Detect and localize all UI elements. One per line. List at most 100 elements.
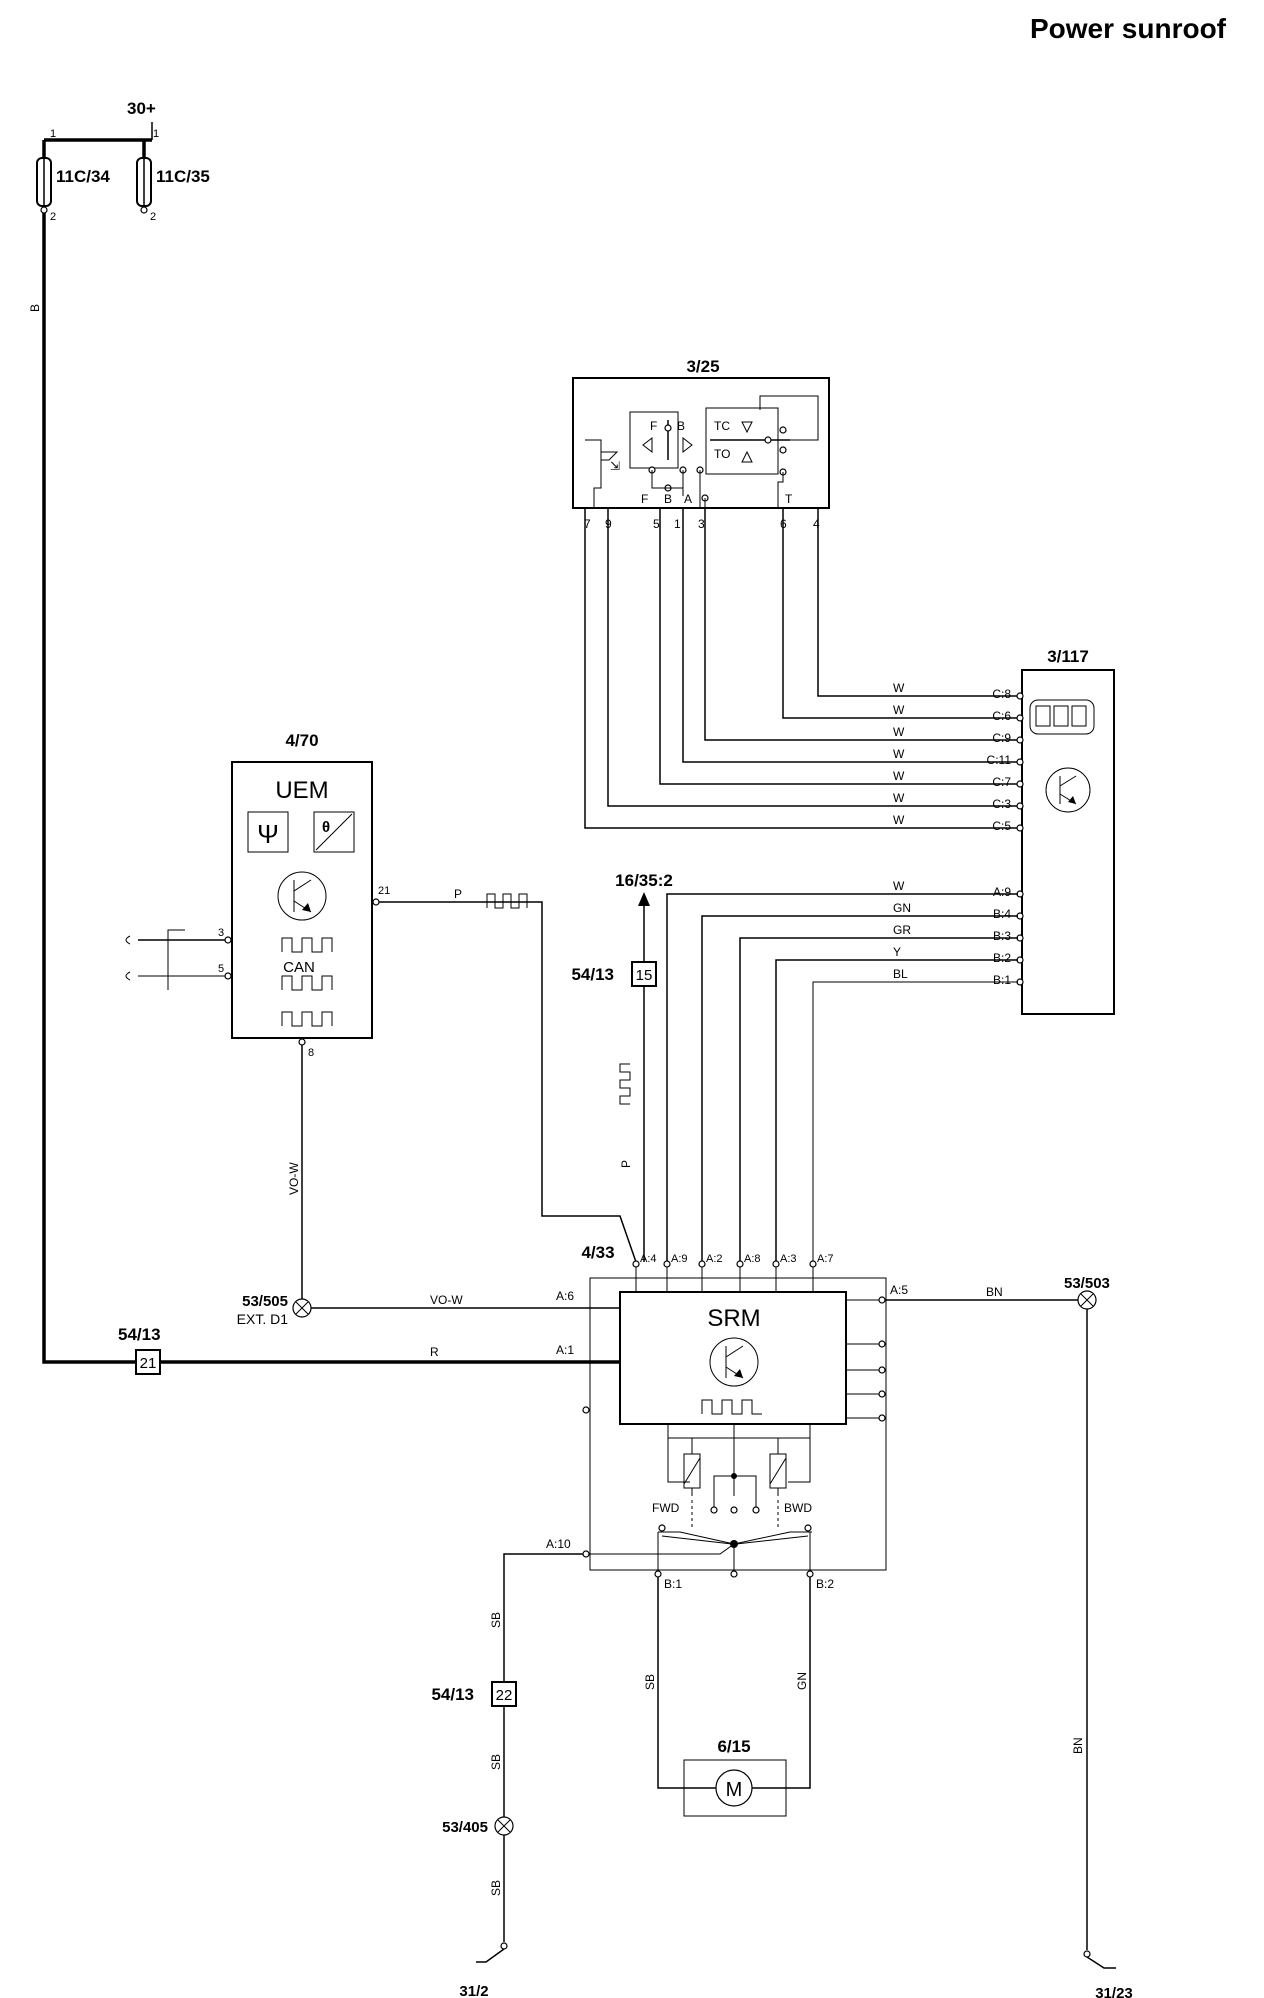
transistor-icon bbox=[277, 871, 327, 921]
uem-4-70: 4/70 UEM Ψ θ CAN 21 3 5 8 bbox=[218, 731, 390, 1059]
svg-text:BL: BL bbox=[893, 967, 908, 981]
srm-4-33: 4/33 SRM A:4 A:9 A:2 A:8 A:3 A:7 A:6 A:1 bbox=[546, 1243, 908, 1591]
wires-console-srm: W GN GR Y BL bbox=[666, 879, 1018, 1262]
svg-text:11C/34: 11C/34 bbox=[56, 167, 110, 186]
svg-text:A:9: A:9 bbox=[993, 885, 1011, 899]
motor-6-15: 6/15 M bbox=[683, 1737, 787, 1817]
supply-label: 30+ bbox=[127, 99, 156, 118]
svg-text:TO: TO bbox=[714, 447, 730, 461]
svg-text:C:7: C:7 bbox=[992, 775, 1011, 789]
svg-text:F: F bbox=[641, 492, 648, 506]
svg-text:C:6: C:6 bbox=[992, 709, 1011, 723]
bottom-ground-right: 31/23 bbox=[1083, 1950, 1133, 1998]
svg-text:A:2: A:2 bbox=[706, 1253, 723, 1265]
svg-text:M: M bbox=[726, 1779, 743, 1801]
svg-text:B: B bbox=[677, 419, 685, 433]
svg-text:53/405: 53/405 bbox=[442, 1819, 488, 1836]
svg-text:3: 3 bbox=[218, 927, 224, 939]
ground-53-503: 53/503 bbox=[1064, 1275, 1110, 1310]
bottom-ground-left: 31/2 bbox=[459, 1942, 508, 1998]
svg-text:EXT. D1: EXT. D1 bbox=[237, 1311, 289, 1327]
svg-text:53/503: 53/503 bbox=[1064, 1275, 1110, 1292]
ground-53-405: 53/405 bbox=[442, 1816, 514, 1836]
svg-text:VO-W: VO-W bbox=[430, 1293, 463, 1307]
svg-text:BN: BN bbox=[986, 1285, 1003, 1299]
svg-text:B:1: B:1 bbox=[664, 1577, 682, 1591]
svg-text:P: P bbox=[454, 887, 462, 901]
svg-text:SB: SB bbox=[489, 1880, 503, 1896]
svg-text:A: A bbox=[684, 492, 692, 506]
svg-text:A:1: A:1 bbox=[556, 1343, 574, 1357]
motor-wires: SB GN bbox=[643, 1577, 811, 1789]
wire-p-uem-srm: P bbox=[379, 887, 637, 1263]
svg-text:W: W bbox=[893, 725, 905, 739]
splice-15: 16/35:2 15 54/13 P bbox=[571, 871, 673, 1262]
svg-text:A:10: A:10 bbox=[546, 1537, 571, 1551]
svg-text:6/15: 6/15 bbox=[717, 1737, 750, 1756]
svg-text:21: 21 bbox=[140, 1355, 157, 1372]
svg-text:SRM: SRM bbox=[707, 1305, 760, 1332]
svg-text:3/117: 3/117 bbox=[1047, 647, 1089, 666]
svg-text:21: 21 bbox=[378, 885, 390, 897]
svg-text:C:9: C:9 bbox=[992, 731, 1011, 745]
antenna-icon: Ψ bbox=[257, 819, 279, 849]
svg-text:W: W bbox=[893, 703, 905, 717]
svg-text:SB: SB bbox=[489, 1612, 503, 1628]
svg-text:R: R bbox=[430, 1345, 439, 1359]
svg-text:A:8: A:8 bbox=[744, 1253, 761, 1265]
svg-text:B:2: B:2 bbox=[816, 1577, 834, 1591]
svg-text:B:2: B:2 bbox=[993, 951, 1011, 965]
page-title: Power sunroof bbox=[1030, 13, 1227, 44]
svg-text:4/70: 4/70 bbox=[285, 731, 318, 750]
svg-text:A:5: A:5 bbox=[890, 1283, 908, 1297]
svg-text:31/2: 31/2 bbox=[459, 1983, 488, 1998]
svg-text:W: W bbox=[893, 747, 905, 761]
svg-text:C:8: C:8 bbox=[992, 687, 1011, 701]
svg-text:W: W bbox=[893, 769, 905, 783]
roof-console-3-117: 3/117 C:8 C:6 C:9 C:11 C:7 C:3 C:5 A:9 B… bbox=[987, 647, 1115, 1015]
svg-text:A:4: A:4 bbox=[640, 1253, 657, 1265]
svg-text:C:3: C:3 bbox=[992, 797, 1011, 811]
wire-sb-chain: SB 22 54/13 SB SB bbox=[431, 1553, 583, 1942]
svg-text:7: 7 bbox=[584, 517, 591, 531]
svg-text:22: 22 bbox=[496, 1687, 513, 1704]
svg-text:P: P bbox=[619, 1160, 633, 1168]
svg-text:GN: GN bbox=[795, 1672, 809, 1690]
ground-53-505: 53/505 EXT. D1 bbox=[237, 1293, 312, 1327]
svg-text:54/13: 54/13 bbox=[431, 1685, 474, 1704]
svg-text:GR: GR bbox=[893, 923, 911, 937]
svg-text:Y: Y bbox=[893, 945, 901, 959]
svg-text:VO-W: VO-W bbox=[287, 1162, 301, 1195]
svg-text:3/25: 3/25 bbox=[686, 357, 719, 376]
wire-vo-w: VO-W VO-W bbox=[287, 1045, 620, 1309]
svg-text:B:3: B:3 bbox=[993, 929, 1011, 943]
svg-text:W: W bbox=[893, 791, 905, 805]
transistor-icon bbox=[1045, 767, 1091, 813]
temp-icon: θ bbox=[322, 819, 330, 836]
svg-text:54/13: 54/13 bbox=[118, 1325, 161, 1344]
svg-text:BWD: BWD bbox=[784, 1501, 812, 1515]
svg-text:⇲: ⇲ bbox=[610, 459, 620, 473]
svg-text:5: 5 bbox=[653, 517, 660, 531]
svg-text:53/505: 53/505 bbox=[242, 1293, 288, 1310]
can-bus bbox=[125, 929, 225, 990]
svg-text:GN: GN bbox=[893, 901, 911, 915]
svg-text:B:1: B:1 bbox=[993, 973, 1011, 987]
svg-text:31/23: 31/23 bbox=[1095, 1985, 1133, 1998]
svg-text:T: T bbox=[785, 492, 793, 506]
svg-text:SB: SB bbox=[643, 1674, 657, 1690]
svg-text:A:3: A:3 bbox=[780, 1253, 797, 1265]
svg-text:1: 1 bbox=[674, 517, 681, 531]
svg-text:2: 2 bbox=[150, 211, 156, 223]
wire-b-label: B bbox=[28, 304, 42, 312]
svg-text:C:5: C:5 bbox=[992, 819, 1011, 833]
svg-text:BN: BN bbox=[1071, 1737, 1085, 1754]
svg-text:A:9: A:9 bbox=[671, 1253, 688, 1265]
splice-21: 21 54/13 R bbox=[118, 1325, 620, 1375]
svg-text:2: 2 bbox=[50, 211, 56, 223]
svg-text:A:7: A:7 bbox=[817, 1253, 834, 1265]
svg-text:W: W bbox=[893, 681, 905, 695]
svg-text:B: B bbox=[664, 492, 672, 506]
svg-text:W: W bbox=[893, 879, 905, 893]
